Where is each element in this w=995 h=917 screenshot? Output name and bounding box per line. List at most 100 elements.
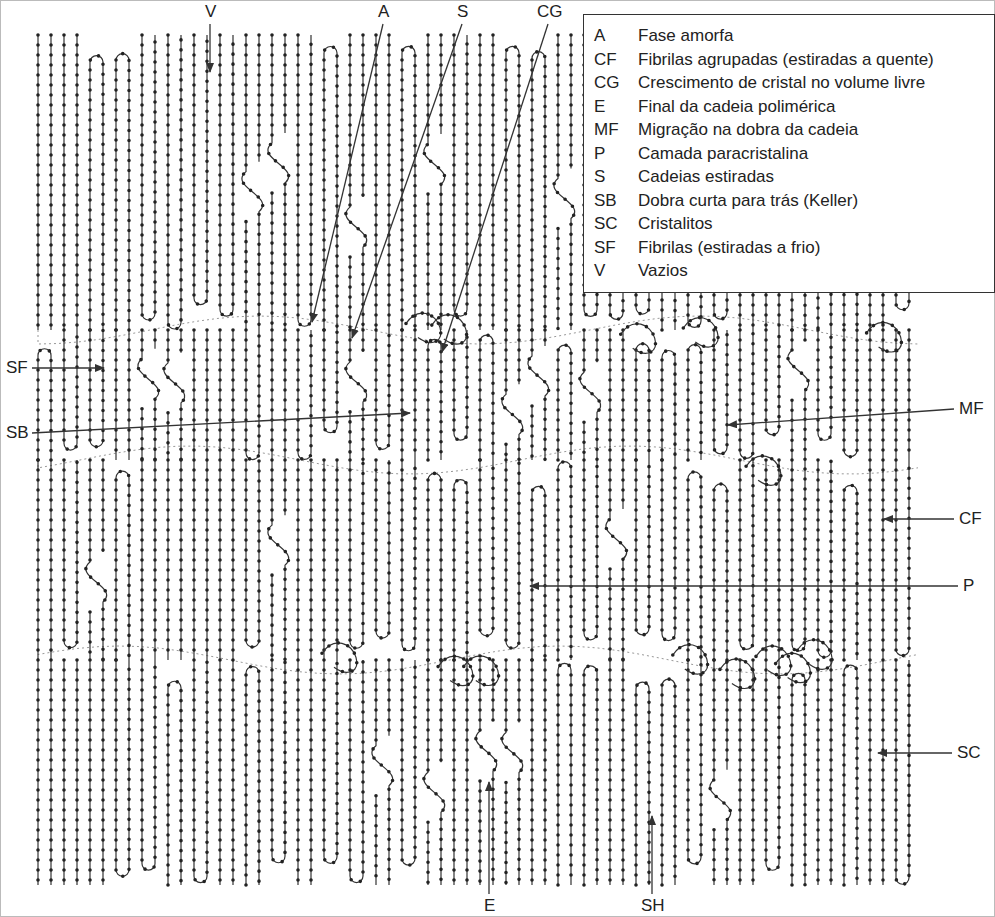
chain-line xyxy=(506,46,519,330)
chain-dots xyxy=(476,660,497,885)
chain-dots xyxy=(270,193,274,330)
chain-line xyxy=(636,460,649,635)
chain-line xyxy=(454,330,467,440)
chain-dots xyxy=(114,330,118,460)
chain-dots xyxy=(361,330,365,352)
chain-line xyxy=(492,660,493,721)
chain-dots xyxy=(881,460,885,660)
chain-line xyxy=(64,330,77,450)
chain-line xyxy=(713,830,714,885)
chain-dots xyxy=(62,660,66,885)
chain-line xyxy=(428,339,441,460)
chain-dots xyxy=(179,330,183,353)
chain-line xyxy=(596,330,597,362)
chain-line xyxy=(115,330,116,460)
chain-dots xyxy=(346,330,367,460)
chain-dots xyxy=(818,330,831,440)
chain-line xyxy=(220,35,233,316)
chain-line xyxy=(740,330,753,458)
chain-line xyxy=(346,330,367,460)
chain-dots xyxy=(428,339,441,460)
chain-line xyxy=(622,660,623,885)
chain-line xyxy=(636,682,649,885)
legend-code: CG xyxy=(594,72,620,94)
chain-line xyxy=(376,460,389,638)
chain-dots xyxy=(164,330,185,460)
chain-line xyxy=(50,460,51,660)
chain-dots xyxy=(868,330,872,460)
chain-line xyxy=(154,460,155,660)
chain-dots xyxy=(452,660,456,885)
legend-code: SC xyxy=(594,213,618,235)
chain-line xyxy=(336,460,337,660)
chain-line xyxy=(76,660,77,885)
chain-dots xyxy=(426,822,430,885)
chain-line xyxy=(193,460,194,660)
chain-line xyxy=(406,313,441,342)
legend-code: A xyxy=(594,25,605,47)
chain-line xyxy=(349,257,350,330)
chain-line xyxy=(271,330,272,460)
chain-dots xyxy=(64,330,77,450)
chain-dots xyxy=(194,660,207,883)
chain-line xyxy=(297,660,298,885)
chain-line xyxy=(746,456,781,485)
layer-boundaries xyxy=(38,316,918,674)
chain-dots xyxy=(62,35,66,330)
chain-line xyxy=(492,35,493,330)
chain-line xyxy=(804,330,805,340)
chain-line xyxy=(438,656,473,685)
callout-letter: P xyxy=(961,576,976,596)
chain-line xyxy=(350,460,363,648)
chain-dots xyxy=(116,54,129,330)
chain-line xyxy=(258,35,259,162)
chain-line xyxy=(375,796,376,885)
chain-dots xyxy=(142,35,155,320)
chain-line xyxy=(232,660,233,885)
chain-dots xyxy=(272,660,285,863)
chain-dots xyxy=(502,330,523,460)
chain-dots xyxy=(720,659,755,688)
chain-dots xyxy=(764,460,768,660)
chain-line xyxy=(324,46,337,330)
chain-line xyxy=(232,330,233,460)
leader-line xyxy=(352,24,462,338)
chain-line xyxy=(502,330,523,460)
chain-dots xyxy=(424,35,445,330)
chain-dots xyxy=(298,35,311,326)
chain-line xyxy=(844,665,857,885)
callout-letter: CF xyxy=(957,509,984,529)
legend-code: CF xyxy=(594,49,617,71)
chain-line xyxy=(778,460,779,660)
chain-dots xyxy=(792,460,805,651)
chain-line xyxy=(167,460,168,660)
chain-dots xyxy=(621,330,625,460)
chain-dots xyxy=(387,35,391,330)
chain-line xyxy=(246,460,259,647)
chain-line xyxy=(867,322,902,351)
chain-dots xyxy=(662,351,675,460)
leader-line xyxy=(488,782,489,894)
chain-line xyxy=(372,660,393,885)
chain-dots xyxy=(818,460,831,657)
chain-dots xyxy=(406,313,441,342)
chain-dots xyxy=(374,35,378,330)
chain-dots xyxy=(907,330,911,460)
chain-dots xyxy=(688,660,701,864)
chain-dots xyxy=(242,35,263,330)
chain-dots xyxy=(298,330,311,459)
chain-dots xyxy=(725,660,729,770)
chain-dots xyxy=(766,330,779,435)
chain-dots xyxy=(491,660,495,721)
chain-dots xyxy=(756,646,791,675)
chain-line xyxy=(167,413,168,460)
chain-dots xyxy=(829,660,833,885)
chain-line xyxy=(580,330,601,460)
chain-dots xyxy=(530,406,534,460)
chain-line xyxy=(766,330,779,435)
chain-line xyxy=(584,460,597,640)
chain-dots xyxy=(376,460,389,638)
chain-line xyxy=(609,330,610,460)
chain-line xyxy=(869,330,870,460)
chain-line xyxy=(558,663,571,885)
